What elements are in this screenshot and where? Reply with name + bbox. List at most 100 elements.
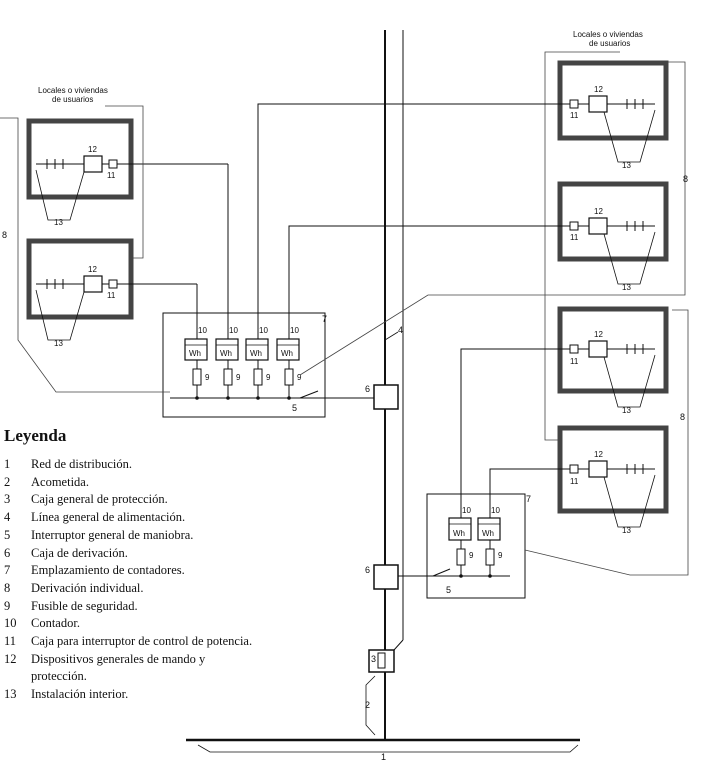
legend-text: Instalación interior. <box>31 687 129 702</box>
svg-text:12: 12 <box>88 145 97 154</box>
label-network: 1 <box>381 752 386 762</box>
svg-text:12: 12 <box>594 450 603 459</box>
meter <box>276 338 300 361</box>
dwelling-right-2: 12 11 13 <box>557 181 669 292</box>
meter-label: Wh <box>453 529 465 538</box>
legend-number: 4 <box>4 510 11 525</box>
legend-item: 12 Dispositivos generales de mando y prot… <box>4 651 254 686</box>
legend-number: 8 <box>4 580 11 595</box>
label-protection-box: 3 <box>371 654 376 664</box>
legend-number: 5 <box>4 527 11 542</box>
meter-label: Wh <box>250 349 262 358</box>
legend-text: Derivación individual. <box>31 580 144 595</box>
fuse-number: 9 <box>297 373 302 382</box>
meter <box>215 338 239 361</box>
svg-text:11: 11 <box>107 171 116 180</box>
dwelling-left-2 <box>26 238 134 320</box>
label-meter-area-right: 7 <box>526 494 531 504</box>
label-leader-4 <box>384 331 399 341</box>
svg-text:11: 11 <box>570 357 579 366</box>
legend-item: 1 Red de distribución. <box>4 456 254 474</box>
meter-number: 10 <box>491 506 500 515</box>
meter <box>477 517 501 541</box>
legend-text: Interruptor general de maniobra. <box>31 527 194 542</box>
legend-number: 12 <box>4 651 17 666</box>
protection-fuse <box>377 652 386 669</box>
fuse-number: 9 <box>236 373 241 382</box>
fuse-number: 9 <box>498 551 503 560</box>
meter <box>184 338 208 361</box>
meter-number: 10 <box>290 326 299 335</box>
left-derivation-8 <box>0 117 170 393</box>
legend-text: Caja general de protección. <box>31 492 168 507</box>
svg-text:13: 13 <box>54 339 63 348</box>
legend-text: Acometida. <box>31 474 89 489</box>
svg-text:12: 12 <box>594 207 603 216</box>
meter-column-4: Wh 10 9 <box>276 326 302 400</box>
meter-number: 10 <box>198 326 207 335</box>
fuse <box>485 548 495 566</box>
derivation-right-3 <box>460 348 570 518</box>
left-dwellings-outline <box>105 105 144 259</box>
derivation-right-4 <box>489 468 570 518</box>
label-meter-area-left: 7 <box>322 314 327 324</box>
fuse <box>284 368 294 386</box>
svg-text:11: 11 <box>107 291 116 300</box>
fuse <box>223 368 233 386</box>
legend-text: Contador. <box>31 616 80 631</box>
legend-item: 5 Interruptor general de maniobra. <box>4 527 254 545</box>
fuse <box>192 368 202 386</box>
legend-text: Red de distribución. <box>31 457 133 471</box>
legend-number: 6 <box>4 545 11 560</box>
svg-text:12: 12 <box>594 85 603 94</box>
legend-text: Caja de derivación. <box>31 545 128 560</box>
derivation-box-top <box>373 384 399 410</box>
dwelling-right-4: 12 11 13 <box>557 425 669 535</box>
legend-text: Fusible de seguridad. <box>31 598 138 613</box>
legend-item: 6 Caja de derivación. <box>4 545 254 563</box>
users-label-left: Locales o viviendas de usuarios <box>38 86 110 104</box>
meter-area-left <box>162 312 326 418</box>
svg-text:11: 11 <box>570 111 579 120</box>
right-dwellings-outline <box>544 51 620 441</box>
derivation-right-1 <box>257 103 570 339</box>
derivation-box-bottom <box>373 564 399 590</box>
meter-column-3: Wh 10 9 <box>245 326 271 400</box>
meter-column-6: Wh 10 9 <box>477 506 503 578</box>
label-main-switch-right: 5 <box>446 585 451 595</box>
legend-item: 8 Derivación individual. <box>4 580 254 598</box>
legend-text: Dispositivos generales de mando y protec… <box>31 651 206 684</box>
svg-text:12: 12 <box>594 330 603 339</box>
svg-text:12: 12 <box>88 265 97 274</box>
label-derivation-left: 8 <box>2 230 7 240</box>
svg-text:13: 13 <box>622 161 631 170</box>
meter-number: 10 <box>229 326 238 335</box>
svg-text:13: 13 <box>622 283 631 292</box>
fuse-number: 9 <box>266 373 271 382</box>
fuse-number: 9 <box>469 551 474 560</box>
label-derivation-top: 6 <box>365 384 370 394</box>
meter <box>245 338 269 361</box>
general-protection-box <box>368 649 395 673</box>
service-brace <box>365 675 376 736</box>
meter-label: Wh <box>189 349 201 358</box>
label-derivation-bottom: 6 <box>365 565 370 575</box>
svg-text:13: 13 <box>622 526 631 535</box>
label-general-line: 4 <box>398 325 403 335</box>
meter-number: 10 <box>259 326 268 335</box>
label-service: 2 <box>365 700 370 710</box>
legend-text: Emplazamiento de contadores. <box>31 563 185 578</box>
fuse-number: 9 <box>205 373 210 382</box>
network-brace <box>197 744 579 753</box>
svg-text:13: 13 <box>54 218 63 227</box>
legend-number: 1 <box>4 457 11 471</box>
label-derivation-right-bottom: 8 <box>680 412 685 422</box>
